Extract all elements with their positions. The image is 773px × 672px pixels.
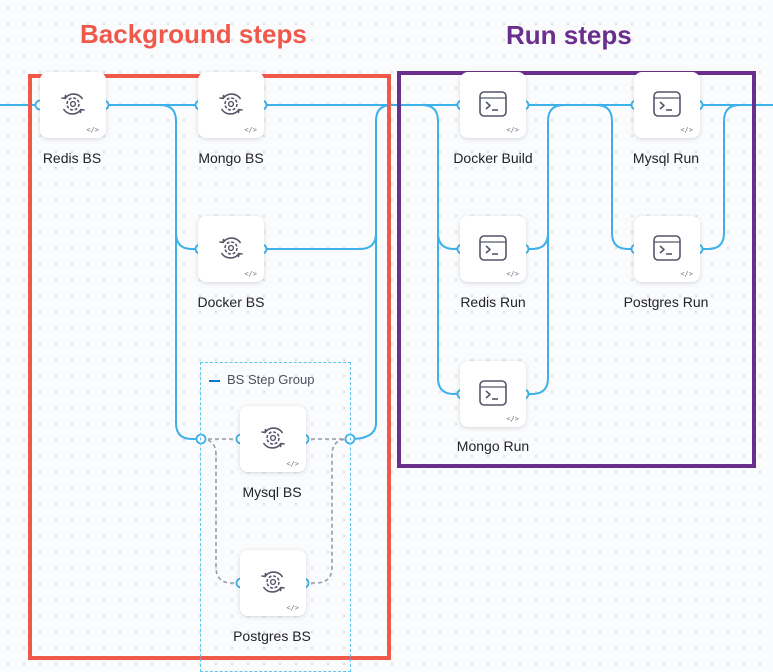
redis-bs-label: Redis BS xyxy=(42,150,102,166)
code-icon: </> xyxy=(506,126,519,134)
mongo-bs-label: Mongo BS xyxy=(198,150,264,166)
docker-build-label: Docker Build xyxy=(453,150,533,166)
mysql-run-node[interactable]: </> xyxy=(634,72,700,138)
background-step-icon xyxy=(261,571,285,593)
mongo-run-node[interactable]: </> xyxy=(460,361,526,427)
run-steps-frame xyxy=(397,71,756,468)
code-icon: </> xyxy=(680,270,693,278)
postgres-run-label: Postgres Run xyxy=(623,294,709,310)
bs-step-group-title[interactable]: BS Step Group xyxy=(209,372,314,387)
background-step-icon xyxy=(61,93,85,115)
code-icon: </> xyxy=(244,126,257,134)
run-step-icon xyxy=(479,380,507,406)
run-step-icon xyxy=(479,91,507,117)
redis-run-label: Redis Run xyxy=(460,294,526,310)
background-step-icon xyxy=(261,427,285,449)
bs-step-group-label: BS Step Group xyxy=(227,372,315,387)
background-steps-heading: Background steps xyxy=(80,19,307,49)
code-icon: </> xyxy=(86,126,99,134)
postgres-bs-label: Postgres BS xyxy=(233,628,311,644)
code-icon: </> xyxy=(286,604,299,612)
mysql-bs-label: Mysql BS xyxy=(242,484,302,500)
code-icon: </> xyxy=(506,415,519,423)
run-steps-heading: Run steps xyxy=(506,20,632,50)
background-step-icon xyxy=(219,93,243,115)
mysql-bs-node[interactable]: </> xyxy=(240,406,306,472)
postgres-bs-node[interactable]: </> xyxy=(240,550,306,616)
docker-build-node[interactable]: </> xyxy=(460,72,526,138)
code-icon: </> xyxy=(506,270,519,278)
postgres-run-node[interactable]: </> xyxy=(634,216,700,282)
run-step-icon xyxy=(653,235,681,261)
redis-run-node[interactable]: </> xyxy=(460,216,526,282)
run-step-icon xyxy=(653,91,681,117)
mongo-bs-node[interactable]: </> xyxy=(198,72,264,138)
docker-bs-node[interactable]: </> xyxy=(198,216,264,282)
code-icon: </> xyxy=(286,460,299,468)
mongo-run-label: Mongo Run xyxy=(456,438,530,454)
mysql-run-label: Mysql Run xyxy=(632,150,700,166)
run-step-icon xyxy=(479,235,507,261)
background-step-icon xyxy=(219,237,243,259)
collapse-group-icon[interactable] xyxy=(209,379,220,382)
code-icon: </> xyxy=(244,270,257,278)
docker-bs-label: Docker BS xyxy=(197,294,265,310)
redis-bs-node[interactable]: </> xyxy=(40,72,106,138)
code-icon: </> xyxy=(680,126,693,134)
